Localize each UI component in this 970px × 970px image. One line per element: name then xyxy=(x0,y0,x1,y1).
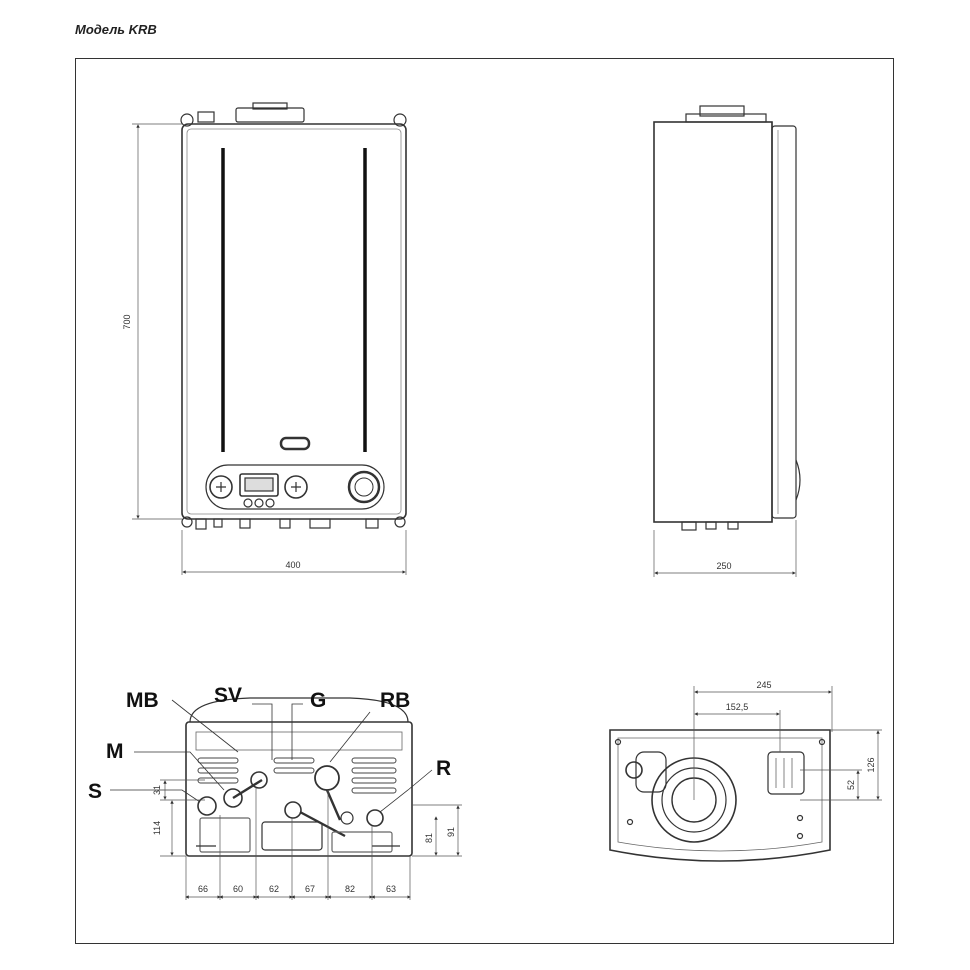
knob-right-mark xyxy=(291,482,301,492)
top-casing xyxy=(609,729,831,862)
bottom-bracket-right xyxy=(331,831,393,853)
dim-52: 52 xyxy=(846,780,856,790)
front-height-dimension xyxy=(132,123,182,520)
bottom-bracket-left xyxy=(199,817,251,853)
top-left-fitting xyxy=(625,761,643,779)
pipe-r xyxy=(366,809,384,827)
mount-hole-tl xyxy=(180,113,194,127)
side-knob-profile xyxy=(795,459,801,501)
label-mb: MB xyxy=(126,689,159,712)
pressure-gauge-inner xyxy=(354,477,374,497)
mount-hole-br xyxy=(394,516,406,528)
pipe-sv xyxy=(250,771,268,789)
display-screen xyxy=(239,473,279,497)
button-3 xyxy=(265,498,275,508)
bottom-casing xyxy=(185,721,413,857)
pipe-rb xyxy=(314,765,340,791)
side-flue-base xyxy=(685,113,767,123)
dim-126: 126 xyxy=(866,757,876,772)
top-view xyxy=(609,729,831,862)
front-casing xyxy=(181,123,407,520)
top-casing-inner xyxy=(617,737,823,852)
dim-114: 114 xyxy=(152,821,162,835)
top-fitting-left xyxy=(197,111,215,123)
bottom-leader-lines xyxy=(110,699,433,813)
bottom-fitting-2 xyxy=(213,518,223,528)
top-right-grille xyxy=(775,758,793,788)
bottom-vertical-dimensions xyxy=(160,779,462,857)
side-bottom-fitting-3 xyxy=(727,521,739,530)
top-view-dimensions xyxy=(693,686,882,801)
dim-81: 81 xyxy=(424,833,434,843)
control-knob-right xyxy=(284,475,308,499)
dim-245: 245 xyxy=(756,680,771,690)
side-bottom-fitting-2 xyxy=(705,521,717,530)
side-bottom-fitting-1 xyxy=(681,521,697,531)
label-s: S xyxy=(88,780,102,803)
mount-hole-bl xyxy=(181,516,193,528)
pipe-g xyxy=(284,801,302,819)
control-panel xyxy=(205,464,385,510)
label-sv: SV xyxy=(214,684,242,707)
front-view xyxy=(180,102,407,530)
dim-67: 67 xyxy=(305,884,315,894)
width-dim-label: 400 xyxy=(285,560,300,570)
flue-collar xyxy=(235,107,305,123)
label-g: G xyxy=(310,689,326,712)
bottom-fitting-1 xyxy=(195,518,207,530)
pressure-gauge xyxy=(347,470,381,504)
dim-63: 63 xyxy=(386,884,396,894)
depth-dim-label: 250 xyxy=(716,561,731,571)
height-dim-label: 700 xyxy=(122,314,132,329)
bottom-fitting-6 xyxy=(365,518,379,529)
bottom-rail xyxy=(195,731,403,751)
button-1 xyxy=(243,498,253,508)
top-screw-1 xyxy=(614,738,622,746)
button-2 xyxy=(254,498,264,508)
dim-31: 31 xyxy=(152,785,162,795)
control-knob-left xyxy=(209,475,233,499)
side-casing xyxy=(653,121,773,523)
side-depth-dimension xyxy=(653,520,797,577)
dim-62: 62 xyxy=(269,884,279,894)
pipe-m xyxy=(223,788,243,808)
front-panel-inner xyxy=(186,128,402,515)
brand-badge xyxy=(279,436,311,451)
pipe-s xyxy=(197,796,217,816)
label-rb: RB xyxy=(380,689,410,712)
top-left-unit xyxy=(635,751,667,793)
front-width-dimension xyxy=(181,530,407,575)
side-front-panel xyxy=(771,125,797,519)
pipe-aux xyxy=(340,811,354,825)
bottom-horizontal-dimensions xyxy=(185,788,411,900)
dim-91: 91 xyxy=(446,827,456,837)
bottom-fitting-4 xyxy=(279,518,291,529)
top-screw-3 xyxy=(796,814,804,822)
label-r: R xyxy=(436,757,451,780)
dim-152-5: 152,5 xyxy=(726,702,749,712)
model-title: Модель KRB xyxy=(75,22,157,37)
side-flue-top xyxy=(699,105,745,117)
bottom-fitting-5 xyxy=(309,518,331,529)
top-screw-4 xyxy=(796,832,804,840)
dim-82: 82 xyxy=(345,884,355,894)
mount-hole-tr xyxy=(393,113,407,127)
bottom-fitting-3 xyxy=(239,518,251,529)
top-screw-2 xyxy=(818,738,826,746)
top-screw-5 xyxy=(626,818,634,826)
display-lcd xyxy=(244,477,274,492)
top-right-unit xyxy=(767,751,805,795)
side-view xyxy=(653,105,801,531)
bottom-top-curve xyxy=(189,697,409,723)
knob-left-mark xyxy=(216,482,226,492)
label-m: M xyxy=(106,740,124,763)
flue-collar-top xyxy=(252,102,288,110)
drawing-frame xyxy=(75,58,894,944)
dim-60: 60 xyxy=(233,884,243,894)
dim-66: 66 xyxy=(198,884,208,894)
